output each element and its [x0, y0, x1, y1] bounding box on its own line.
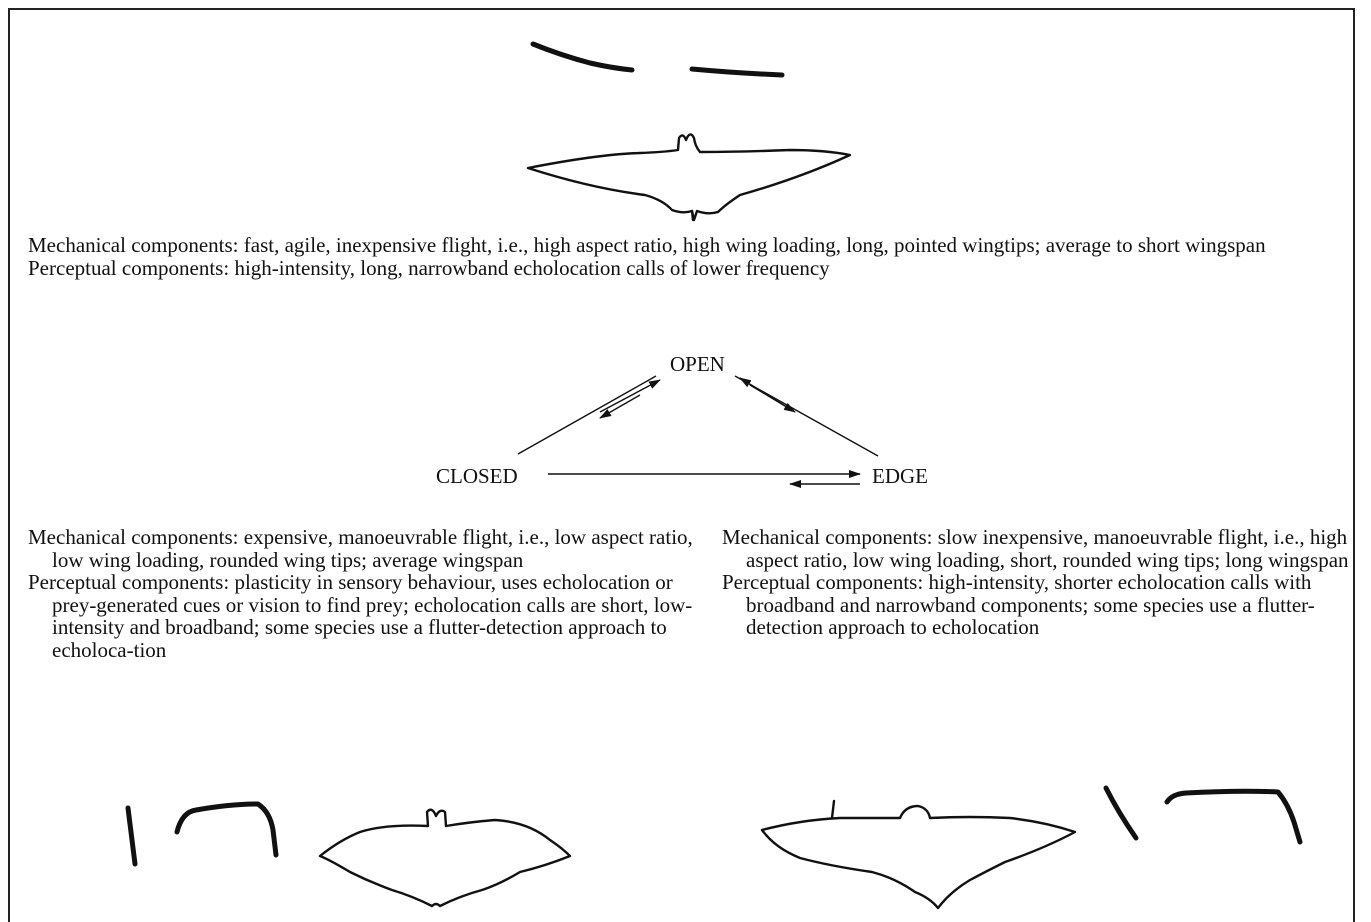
closed-perceptual-components: Perceptual components: plasticity in sen…	[28, 570, 693, 662]
arrow-closed-to-open	[599, 379, 661, 413]
edge-mechanical-components: Mechanical components: slow inexpensive,…	[722, 525, 1349, 572]
figure-frame	[8, 8, 1355, 922]
edge-habitat-description: Mechanical components: slow inexpensive,…	[722, 526, 1352, 639]
habitat-triangle	[517, 375, 879, 488]
top-bat-tail	[690, 209, 695, 222]
arrow-open-to-closed	[599, 394, 641, 419]
top-bat-silhouette	[526, 133, 852, 222]
closed-mechanical-components: Mechanical components: expensive, manoeu…	[28, 525, 693, 572]
open-label: OPEN	[670, 352, 725, 376]
left-bat-silhouette	[318, 808, 572, 908]
edge-label: EDGE	[872, 464, 928, 488]
open-mechanical-components: Mechanical components: fast, agile, inex…	[28, 233, 1266, 257]
arrow-edge-to-open	[739, 377, 786, 407]
open-perceptual-components: Perceptual components: high-intensity, l…	[28, 255, 830, 280]
closed-label: CLOSED	[436, 464, 518, 488]
right-bat-wing-profile	[1103, 785, 1303, 845]
edge-perceptual-components: Perceptual components: high-intensity, s…	[722, 570, 1315, 639]
closed-habitat-description: Mechanical components: expensive, manoeu…	[28, 526, 698, 661]
left-bat-wing-profile	[125, 801, 279, 867]
right-bat-silhouette	[760, 804, 1077, 910]
top-bat-wing-profile	[530, 41, 785, 78]
right-bat-wing-spur	[830, 799, 836, 820]
open-habitat-description: Mechanical components: fast, agile, inex…	[28, 234, 1363, 279]
closed-open-line	[517, 375, 657, 455]
